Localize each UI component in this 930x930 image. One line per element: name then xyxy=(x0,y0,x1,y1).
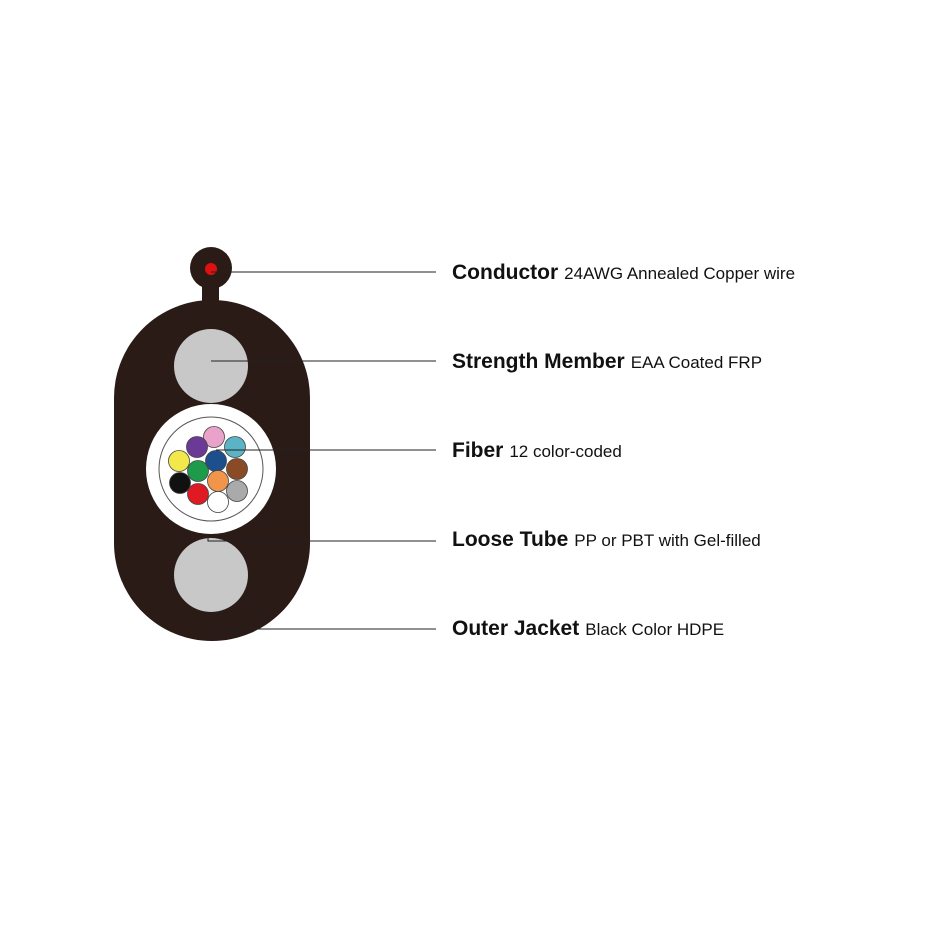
loose-tube-inner-ring xyxy=(158,416,264,522)
fiber-4 xyxy=(168,450,190,472)
callout-strength-member: Strength Member EAA Coated FRP xyxy=(452,351,762,372)
fiber-5 xyxy=(187,460,209,482)
callout-desc: Black Color HDPE xyxy=(585,620,725,639)
fiber-2 xyxy=(186,436,208,458)
fiber-12 xyxy=(207,491,229,513)
callout-conductor: Conductor 24AWG Annealed Copper wire xyxy=(452,262,795,283)
callout-loose-tube: Loose Tube PP or PBT with Gel-filled xyxy=(452,529,761,550)
callout-desc: 24AWG Annealed Copper wire xyxy=(564,264,796,283)
callout-fiber: Fiber 12 color-coded xyxy=(452,440,622,461)
fiber-3 xyxy=(224,436,246,458)
callout-name: Strength Member xyxy=(452,350,625,373)
fiber-7 xyxy=(226,458,248,480)
fiber-10 xyxy=(226,480,248,502)
fiber-bundle xyxy=(168,426,248,513)
fiber-11 xyxy=(187,483,209,505)
callout-name: Fiber xyxy=(452,439,504,462)
callout-name: Outer Jacket xyxy=(452,617,580,640)
callout-desc: EAA Coated FRP xyxy=(630,353,763,372)
leader-line-loose-tube xyxy=(207,534,436,542)
fiber-9 xyxy=(207,470,229,492)
strength-member-top xyxy=(174,329,248,403)
fiber-8 xyxy=(169,472,191,494)
fiber-6 xyxy=(205,450,227,472)
conductor xyxy=(205,263,217,275)
strength-member-bottom xyxy=(174,538,248,612)
callout-name: Conductor xyxy=(452,261,559,284)
callout-desc: PP or PBT with Gel-filled xyxy=(574,531,761,550)
callout-desc: 12 color-coded xyxy=(509,442,622,461)
callout-name: Loose Tube xyxy=(452,528,569,551)
leader-lines xyxy=(207,271,436,630)
callout-outer-jacket: Outer Jacket Black Color HDPE xyxy=(452,618,724,639)
fiber-1 xyxy=(203,426,225,448)
